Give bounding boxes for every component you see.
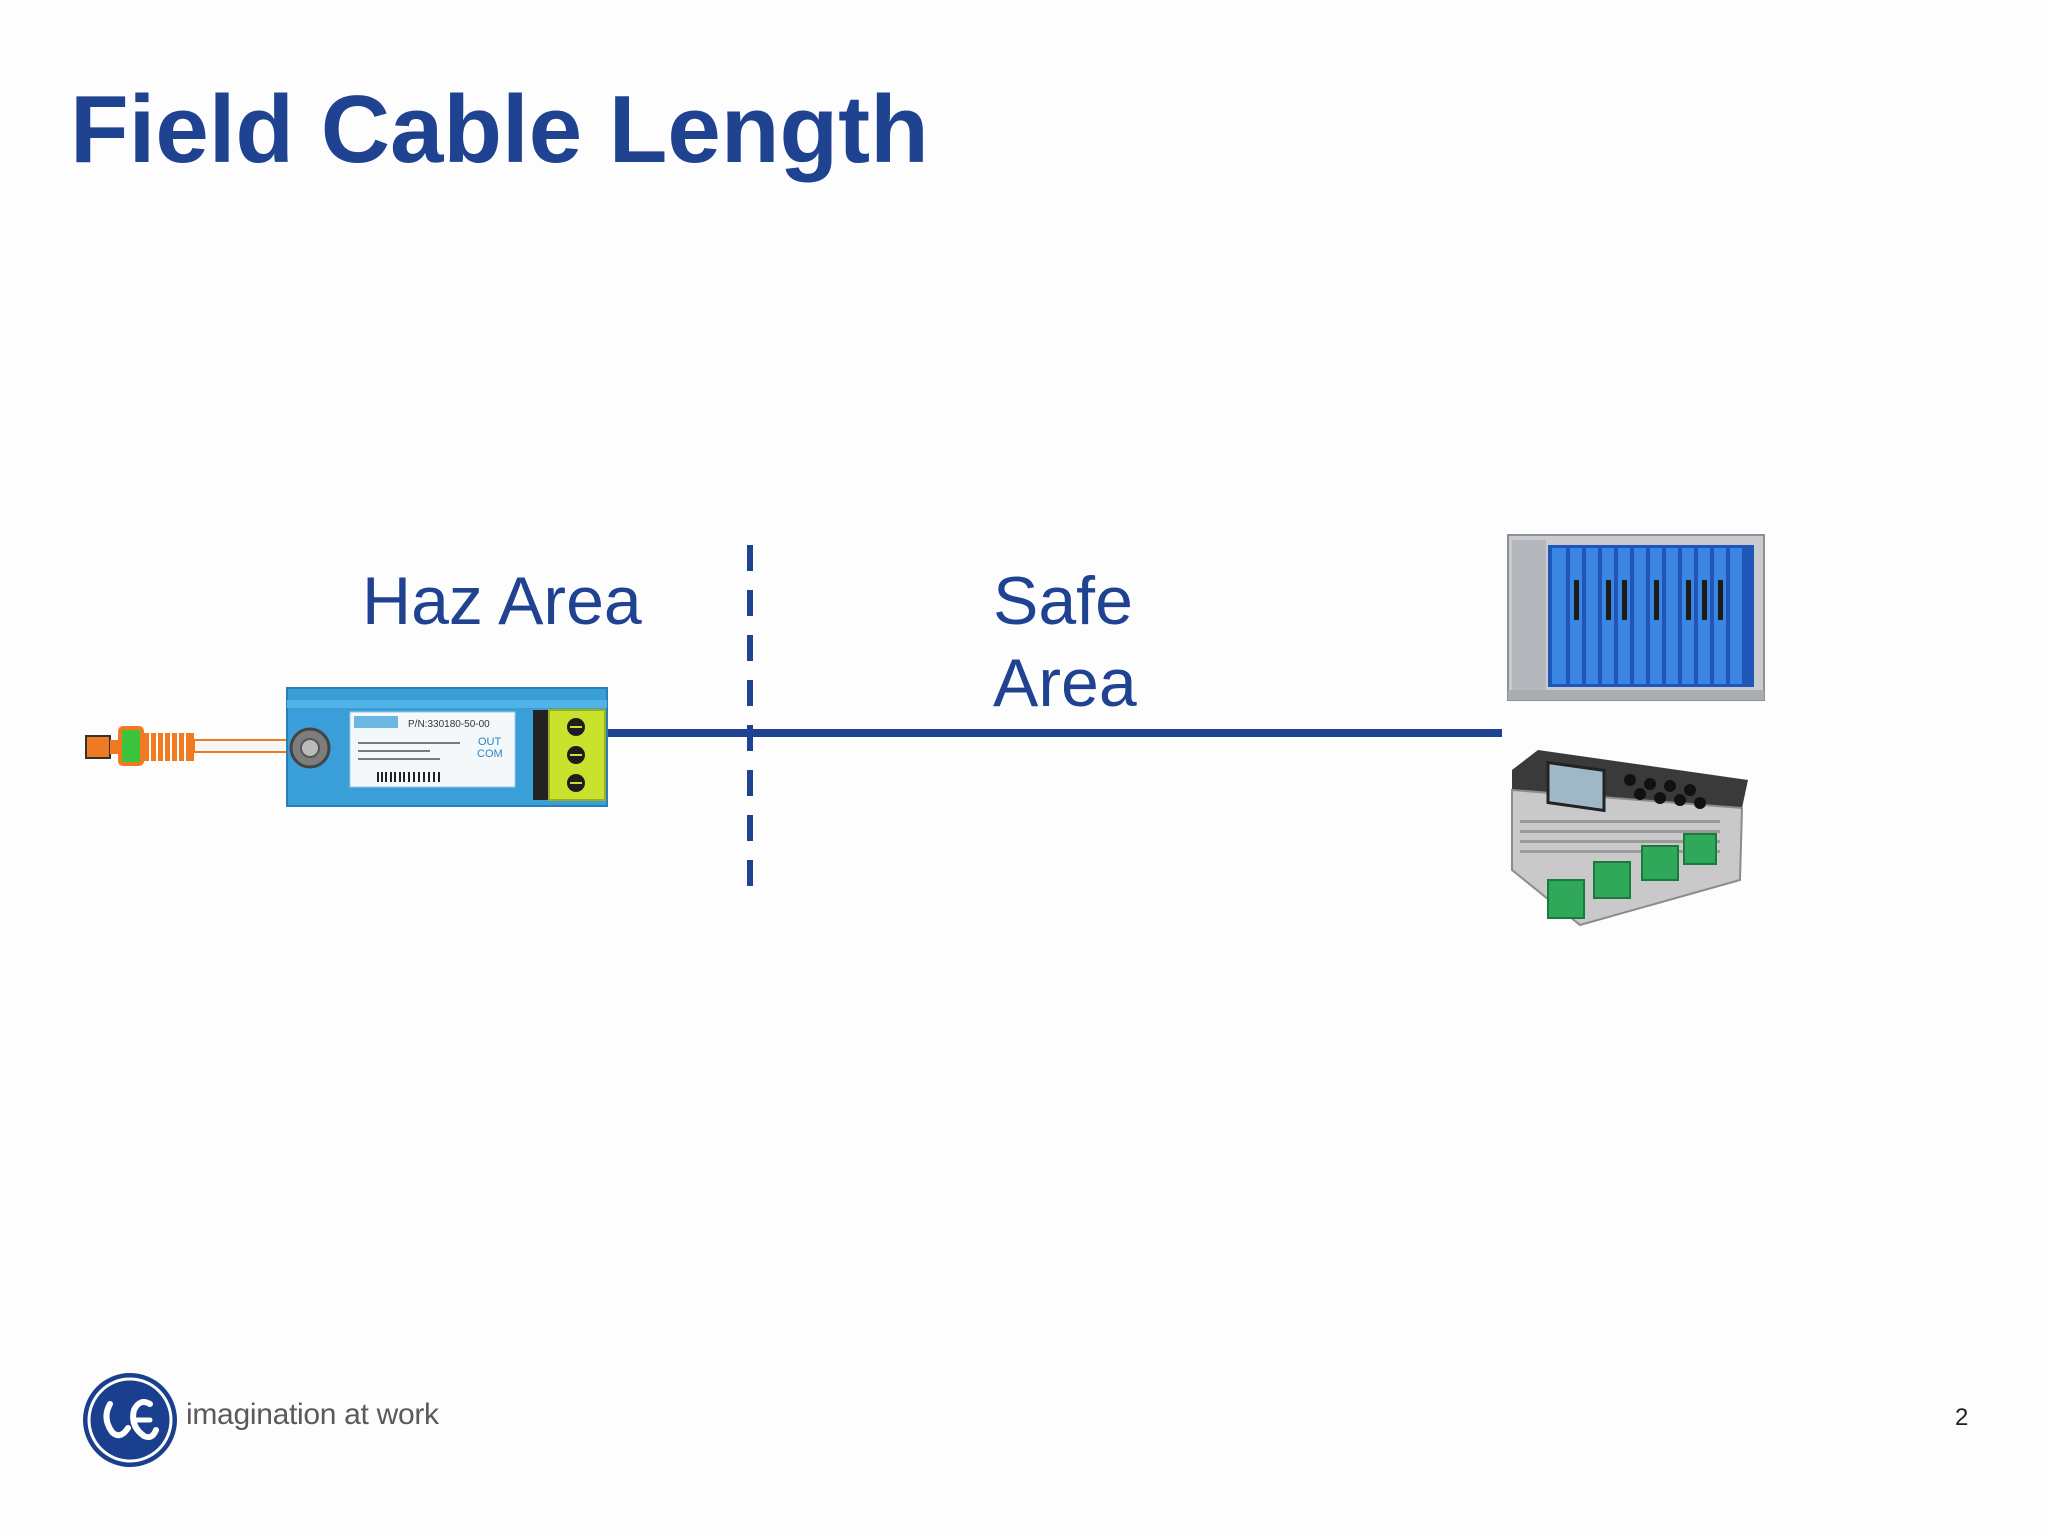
terminal-out-label: OUT: [478, 736, 502, 748]
page-title: Field Cable Length: [70, 76, 929, 183]
page-number: 2: [1955, 1404, 1969, 1431]
probe-icon: [85, 726, 295, 766]
proximitor-part-number: P/N:330180-50-00: [408, 719, 490, 730]
rack-monitor-icon: [1507, 534, 1765, 701]
safe-area-label: Safe Area: [993, 563, 1137, 721]
footer-tagline: imagination at work: [186, 1398, 439, 1431]
portable-monitor-icon: [1511, 750, 1748, 927]
haz-area-label: Haz Area: [362, 563, 642, 639]
proximitor-icon: P/N:330180-50-00 OUT COM: [286, 687, 608, 807]
ge-logo-icon: [83, 1373, 177, 1467]
terminal-com-label: COM: [477, 748, 503, 760]
